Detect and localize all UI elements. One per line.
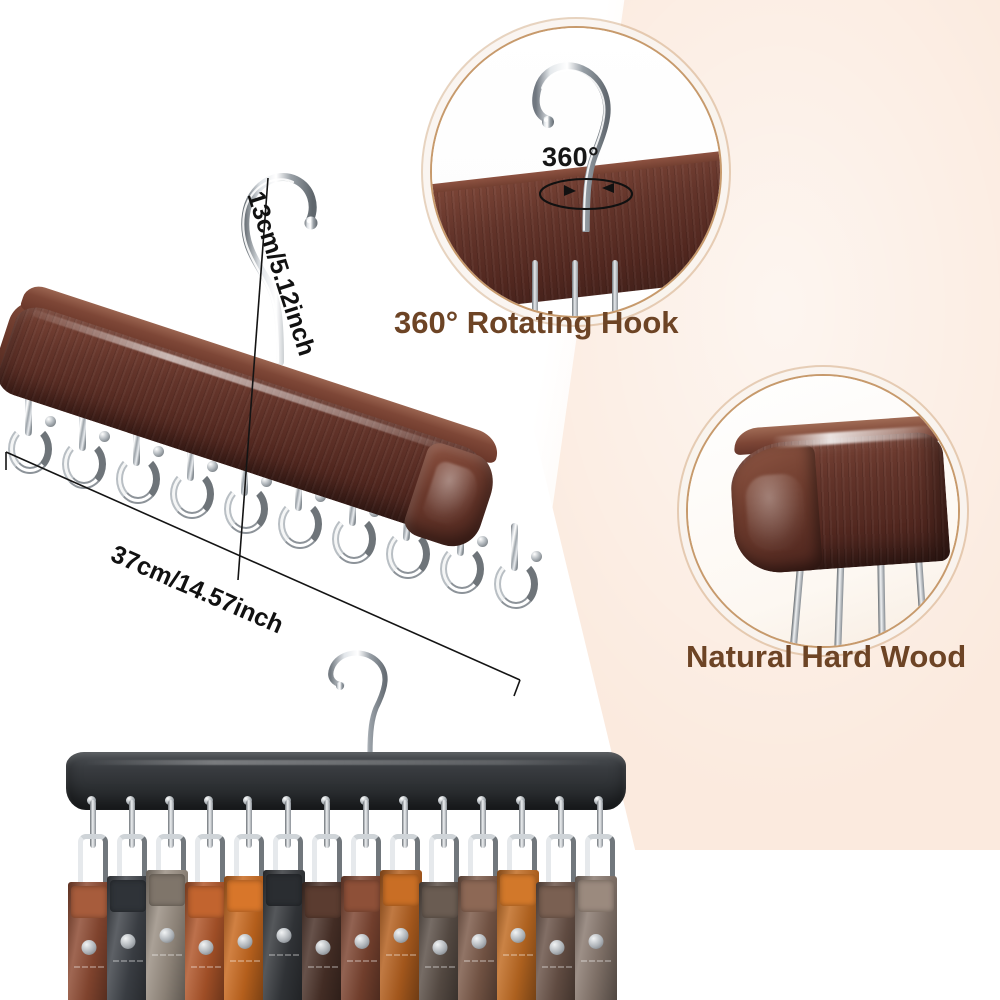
feature-caption-rotating-hook: 360° Rotating Hook	[394, 305, 679, 340]
belt-keeper-loop	[187, 886, 225, 918]
feature-caption-natural-hard-wood: Natural Hard Wood	[686, 639, 967, 674]
main-product-hanger	[0, 150, 620, 670]
hanger-hook	[8, 388, 56, 474]
belt	[497, 870, 539, 1000]
feature-inset-rotating-hook: 360°	[432, 28, 720, 316]
belt-stud	[315, 940, 331, 955]
belt-stitching	[269, 954, 299, 956]
belt-keeper-loop	[499, 874, 537, 906]
belt-stud	[276, 928, 292, 943]
dimension-guides	[5, 177, 521, 697]
belt-stitching	[503, 954, 533, 956]
belt-stitching	[464, 960, 494, 962]
belt	[224, 876, 266, 1000]
belt-stitching	[581, 960, 611, 962]
belt	[185, 882, 227, 1000]
belt	[536, 882, 578, 1000]
belt-stud	[393, 928, 409, 943]
hanger-hook	[62, 403, 110, 489]
belt-hanger-black-bar	[66, 752, 626, 810]
belt-hanger-hook-icon	[328, 650, 388, 756]
belt-stitching	[152, 954, 182, 956]
inset-chrome-rods	[524, 260, 644, 316]
hanger-hook	[494, 523, 542, 609]
belt-keeper-loop	[382, 874, 420, 906]
belt-stud	[510, 928, 526, 943]
belt-hanger-bar-highlight	[84, 760, 604, 765]
belt-keeper-loop	[460, 880, 498, 912]
inset-wood-end-cap	[727, 414, 953, 582]
hanger-hook	[116, 418, 164, 504]
belt-keeper-loop	[538, 886, 576, 918]
belt-stitching	[386, 954, 416, 956]
belt-keeper-loop	[304, 886, 342, 918]
belt-stud	[354, 934, 370, 949]
belt-stitching	[542, 966, 572, 968]
belt	[575, 876, 617, 1000]
belt-stud	[81, 940, 97, 955]
belt	[341, 876, 383, 1000]
belt-keeper-loop	[148, 874, 186, 906]
belt-keeper-loop	[70, 886, 108, 918]
rotation-degree-badge: 360°	[542, 142, 600, 172]
belt-stud	[237, 934, 253, 949]
belt	[107, 876, 149, 1000]
belt-stud	[159, 928, 175, 943]
inset-swivel-hook-icon	[532, 62, 634, 232]
belt-stitching	[191, 966, 221, 968]
hanger-swivel-hook-icon	[241, 173, 318, 365]
hanger-hook	[224, 448, 272, 534]
belt	[68, 882, 110, 1000]
belt-stitching	[113, 960, 143, 962]
belt	[146, 870, 188, 1000]
belt-stud	[549, 940, 565, 955]
belt-stitching	[230, 960, 260, 962]
belt-keeper-loop	[265, 874, 303, 906]
hanger-hook	[170, 433, 218, 519]
belt-hanger-in-use-scene	[40, 640, 650, 1000]
belt-keeper-loop	[109, 880, 147, 912]
belt-keeper-loop	[577, 880, 615, 912]
belt	[419, 882, 461, 1000]
belt-stud	[588, 934, 604, 949]
belt	[458, 876, 500, 1000]
belt-keeper-loop	[343, 880, 381, 912]
belt-stitching	[74, 966, 104, 968]
belt-stud	[120, 934, 136, 949]
belt-stud	[198, 940, 214, 955]
belt-keeper-loop	[421, 886, 459, 918]
inset-wood-side-gloss	[744, 472, 808, 553]
belt-stud	[432, 940, 448, 955]
belt	[302, 882, 344, 1000]
belt-stud	[471, 934, 487, 949]
belt-keeper-loop	[226, 880, 264, 912]
belt-stitching	[425, 966, 455, 968]
belt-stitching	[347, 960, 377, 962]
feature-inset-natural-hard-wood	[688, 376, 958, 646]
belt	[380, 870, 422, 1000]
belt	[263, 870, 305, 1000]
belt-stitching	[308, 966, 338, 968]
